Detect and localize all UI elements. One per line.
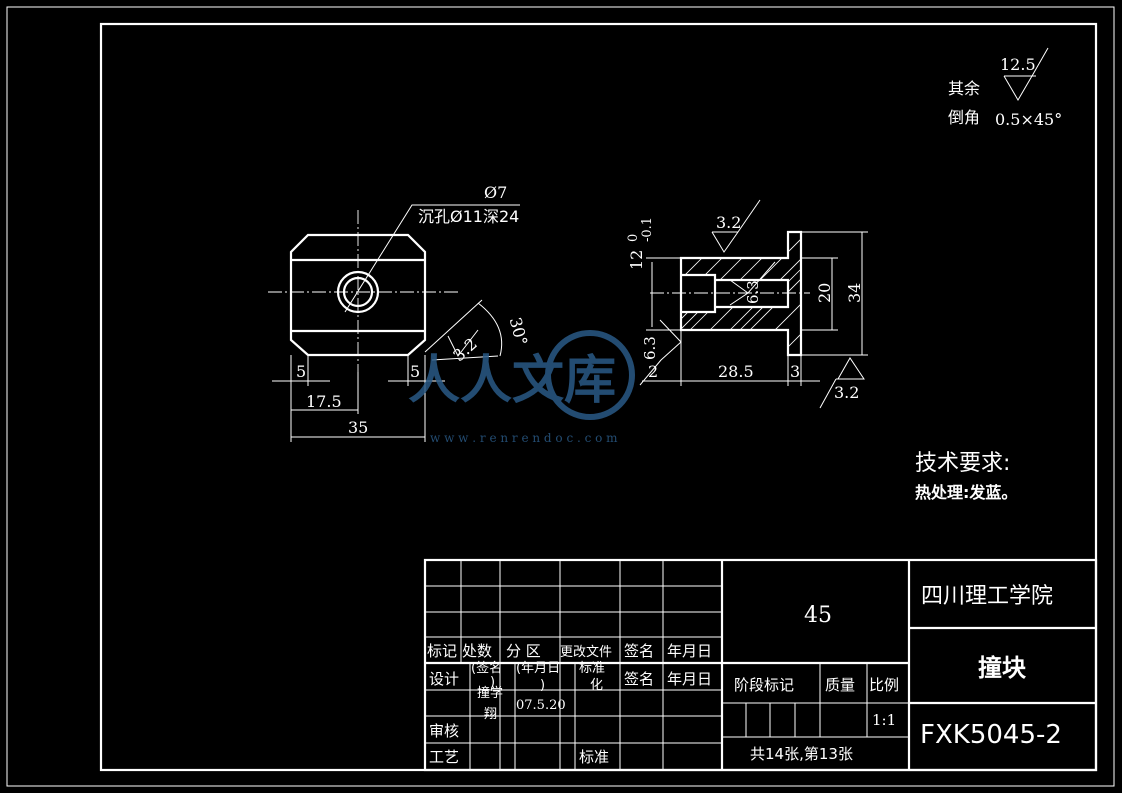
h-count: 处数 — [462, 642, 492, 660]
mass: 质量 — [825, 676, 855, 694]
design-date: 07.5.20 — [516, 698, 566, 713]
side-view-outline — [679, 230, 803, 357]
row-process: 工艺 — [429, 748, 459, 766]
dim-35: 35 — [348, 418, 368, 437]
roughness-symbol-icon — [819, 357, 865, 409]
h-zone: 分 区 — [506, 642, 541, 660]
rough-bottom: 3.2 — [834, 383, 859, 402]
hole-dia-label: Ø7 — [484, 183, 507, 202]
counterbore-label: 沉孔Ø11深24 — [418, 207, 519, 226]
watermark-url: w w w . r e n r e n d o c . c o m — [430, 431, 618, 445]
rough-other-label: 其余 — [948, 79, 980, 98]
hole-leader — [344, 204, 520, 313]
row-review: 审核 — [429, 722, 459, 740]
surface-note: 其余 12.5 倒角 0.5×45° — [948, 47, 1062, 129]
school-name: 四川理工学院 — [921, 584, 1053, 609]
tech-title: 技术要求: — [915, 451, 1010, 476]
row-close-paren-2: ) — [540, 678, 545, 693]
dim-17-5: 17.5 — [306, 392, 342, 411]
row-sign-paren: (签名 — [471, 660, 502, 676]
sheets: 共14张,第13张 — [750, 745, 853, 763]
chamfer-label: 倒角 — [948, 108, 980, 127]
row-close-paren: ) — [490, 675, 495, 690]
row-date-2: 年月日 — [667, 670, 712, 688]
dim-3: 3 — [790, 362, 800, 381]
h-date: 年月日 — [667, 642, 712, 660]
material: 45 — [804, 603, 832, 628]
tol-upper: 0 — [626, 234, 641, 242]
row-std-2: 化 — [590, 678, 603, 693]
dim-5-right: 5 — [410, 362, 420, 381]
part-name: 撞块 — [978, 654, 1026, 682]
watermark: 人人文库 w w w . r e n r e n d o c . c o m — [408, 330, 635, 445]
tech-item-1: 热处理:发蓝。 — [915, 483, 1017, 502]
rough-other-value: 12.5 — [1000, 55, 1036, 74]
row-date-paren: (年月日 — [516, 661, 560, 676]
h-mark: 标记 — [427, 642, 457, 660]
watermark-text: 人人文库 — [408, 350, 616, 411]
designer-name: 撞学 — [477, 685, 503, 701]
rough-top: 3.2 — [716, 213, 741, 232]
roughness-symbol-icon — [447, 329, 479, 357]
row-sign-2: 签名 — [624, 670, 654, 688]
dim-12: 12 — [627, 250, 646, 270]
h-sign: 签名 — [624, 642, 654, 660]
dim-5-left: 5 — [296, 362, 306, 381]
row-design: 设计 — [429, 670, 459, 688]
stage-mark: 阶段标记 — [734, 676, 794, 694]
h-change-doc: 更改文件 — [560, 645, 612, 660]
front-view: Ø7 沉孔Ø11深24 5 5 17.5 35 30° 3.2 — [268, 183, 531, 442]
title-block: 45 四川理工学院 撞块 FXK5045-2 标记 处数 分 区 更改文件 签名… — [423, 558, 1098, 772]
outer-frame — [6, 6, 1115, 787]
row-approve: 标准 — [579, 748, 609, 766]
designer-name-2: 翔 — [484, 707, 497, 722]
dim-2: 2 — [648, 362, 658, 381]
tol-lower: -0.1 — [640, 217, 655, 242]
rough-inner: 6.3 — [744, 280, 762, 304]
side-view: 12 0 -0.1 3.2 6.3 6.3 20 34 2 28.5 3 3.2 — [626, 199, 868, 409]
scale: 比例 — [869, 676, 899, 694]
roughness-symbol-icon — [711, 199, 761, 253]
scale-value: 1:1 — [872, 711, 896, 729]
roughness-symbol-icon — [1003, 47, 1049, 101]
rough-left: 6.3 — [641, 336, 659, 360]
drawing-number: FXK5045-2 — [920, 720, 1062, 750]
dim-34: 34 — [845, 283, 864, 303]
dim-28-5: 28.5 — [718, 362, 754, 381]
angle-30-label: 30° — [506, 315, 532, 347]
chamfer-value: 0.5×45° — [995, 110, 1062, 129]
dim-20: 20 — [815, 283, 834, 303]
row-std: 标准 — [579, 661, 605, 676]
